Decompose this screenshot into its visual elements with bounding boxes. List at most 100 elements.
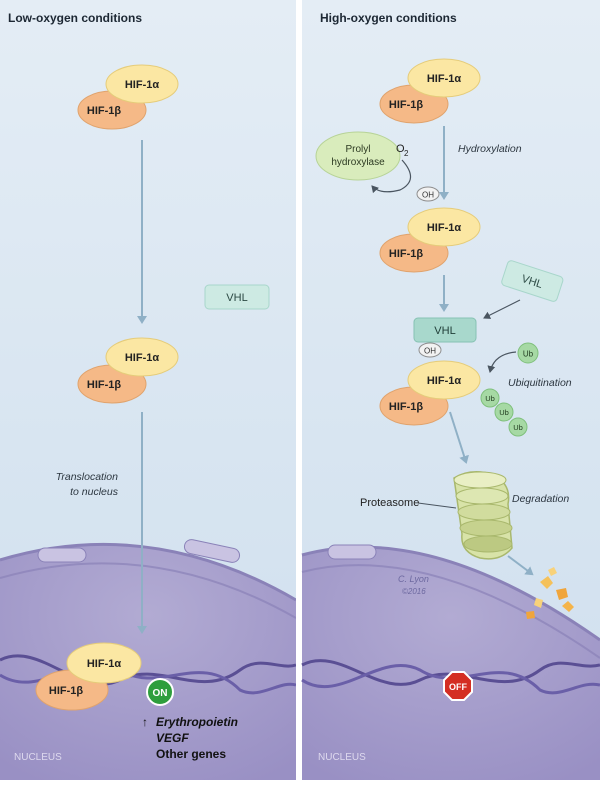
oh-tag-1-shape: [416, 186, 440, 202]
off-badge-label: OFF: [449, 682, 467, 692]
nuclear-membrane-left: [0, 542, 297, 602]
on-badge: ON: [146, 678, 174, 706]
dna-strand-left-1: [0, 654, 297, 686]
hydroxylation-label: Hydroxylation: [458, 143, 522, 155]
degradation-label: Degradation: [512, 493, 569, 505]
hydroxylation-curve-arrow: [371, 159, 412, 194]
prolyl-hydroxylase-blob: [315, 131, 401, 181]
nuclear-pore-left-1: [37, 547, 87, 563]
fragment-1: [540, 576, 553, 589]
vhl-binding-arrow: [483, 299, 521, 319]
proteasome: [453, 471, 513, 560]
prolyl-hydroxylase: Prolyl hydroxylase: [315, 131, 401, 181]
hif1b-label-left-3: HIF-1β: [49, 685, 84, 697]
vhl-left-label: VHL: [226, 292, 247, 304]
hif-complex-right-2: HIF-1α HIF-1β: [379, 207, 481, 273]
ub-chain-3-label: Ub: [513, 423, 523, 432]
proteasome-ring-2: [455, 487, 509, 505]
hif-complex-left-3: HIF-1α HIF-1β: [35, 642, 142, 711]
nucleus-left-label: NUCLEUS: [14, 752, 62, 763]
vhl-left-box: [204, 284, 270, 310]
hif1b-label-left-2: HIF-1β: [87, 379, 122, 391]
fragment-6: [526, 611, 535, 619]
ubiquitination-label: Ubiquitination: [508, 377, 572, 389]
hif1a-left-3: [66, 642, 142, 684]
hif1a-right-2: [407, 207, 481, 247]
ub-chain-1: [480, 388, 500, 408]
ub-free-label: Ub: [523, 350, 534, 359]
hif1b-label-right-2: HIF-1β: [389, 248, 424, 260]
off-badge-octagon: [443, 671, 473, 701]
ubiquitin-chain: Ub Ub Ub: [480, 388, 528, 437]
nuclear-pore-left-2: [183, 539, 241, 563]
nuclear-pore-right-1: [327, 544, 377, 560]
panel-right-title: High-oxygen conditions: [320, 11, 457, 25]
translocation-label-1: Translocation: [56, 471, 118, 483]
hif1b-label-right-3: HIF-1β: [389, 401, 424, 413]
gene-vegf: VEGF: [156, 731, 189, 745]
nucleus-left: [0, 539, 297, 780]
hif-complex-left-1: HIF-1α HIF-1β: [77, 64, 179, 130]
arrow-right-3: [449, 411, 469, 464]
vhl-right-floating: VHL: [501, 260, 564, 302]
panel-left: Low-oxygen conditions HIF-1α HIF-1β VHL …: [0, 0, 297, 780]
hif-complex-right-1: HIF-1α HIF-1β: [379, 58, 481, 124]
nucleus-right-body: [302, 547, 600, 780]
on-badge-circle: [146, 678, 174, 706]
on-badge-label: ON: [153, 688, 168, 699]
hif1a-label-right-1: HIF-1α: [427, 73, 462, 85]
oh-tag-1-label: OH: [422, 191, 434, 200]
hif1a-left-1: [105, 64, 179, 104]
proteasome-ring-3: [457, 503, 511, 521]
oh-tag-2-shape: [418, 342, 442, 358]
oxygen-subscript: 2: [404, 149, 409, 158]
fragment-3: [534, 598, 543, 608]
gene-up-arrow: ↑: [142, 715, 148, 729]
hif1a-right-3: [407, 360, 481, 400]
proteasome-leader-line: [417, 502, 457, 509]
panel-divider: [296, 0, 302, 780]
ubiquitination-arrow: [487, 351, 517, 373]
hif1b-label-right-1: HIF-1β: [389, 99, 424, 111]
artist-signature-year: ©2016: [402, 587, 426, 596]
nucleus-left-body: [0, 544, 296, 780]
vhl-right-bound: VHL: [413, 317, 477, 343]
ub-free-circle: [517, 342, 539, 364]
arrow-right-4: [507, 555, 534, 576]
hif1a-label-right-3: HIF-1α: [427, 375, 462, 387]
nuclear-membrane-inner-left: [0, 562, 297, 619]
ub-chain-3: [508, 417, 528, 437]
vhl-right-floating-box: [501, 260, 564, 302]
proteasome-ring-4: [459, 519, 513, 537]
vhl-right-bound-box: [413, 317, 477, 343]
fragment-5: [548, 567, 557, 576]
nuclear-membrane-inner-right: [301, 564, 600, 659]
oh-tag-1: OH: [416, 186, 440, 202]
ub-chain-1-label: Ub: [485, 394, 495, 403]
hif1a-label-left-1: HIF-1α: [125, 79, 160, 91]
ubiquitin-free: Ub: [517, 342, 539, 364]
prolyl-label-2: hydroxylase: [331, 157, 385, 168]
hif-complex-right-3: HIF-1α HIF-1β: [379, 360, 481, 426]
translocation-label-2: to nucleus: [70, 486, 119, 498]
fragment-2: [556, 588, 568, 600]
proteasome-ring-5: [463, 535, 513, 553]
artist-signature: C. Lyon: [398, 574, 429, 584]
proteasome-label: Proteasome: [360, 497, 419, 509]
hif1a-right-1: [407, 58, 481, 98]
panel-right: High-oxygen conditions HIF-1α HIF-1β Pro…: [301, 0, 600, 780]
prolyl-label-1: Prolyl: [345, 144, 370, 155]
oh-tag-2-label: OH: [424, 347, 436, 356]
oh-tag-2: OH: [418, 342, 442, 358]
fragment-4: [562, 601, 574, 612]
hif1b-label-left-1: HIF-1β: [87, 105, 122, 117]
gene-other: Other genes: [156, 747, 226, 761]
oxygen-label: O: [396, 143, 405, 155]
hif1a-label-left-2: HIF-1α: [125, 352, 160, 364]
panel-left-title: Low-oxygen conditions: [8, 11, 142, 25]
vhl-left: VHL: [204, 284, 270, 310]
hif1a-label-right-2: HIF-1α: [427, 222, 462, 234]
proteasome-ring-1: [453, 471, 507, 489]
